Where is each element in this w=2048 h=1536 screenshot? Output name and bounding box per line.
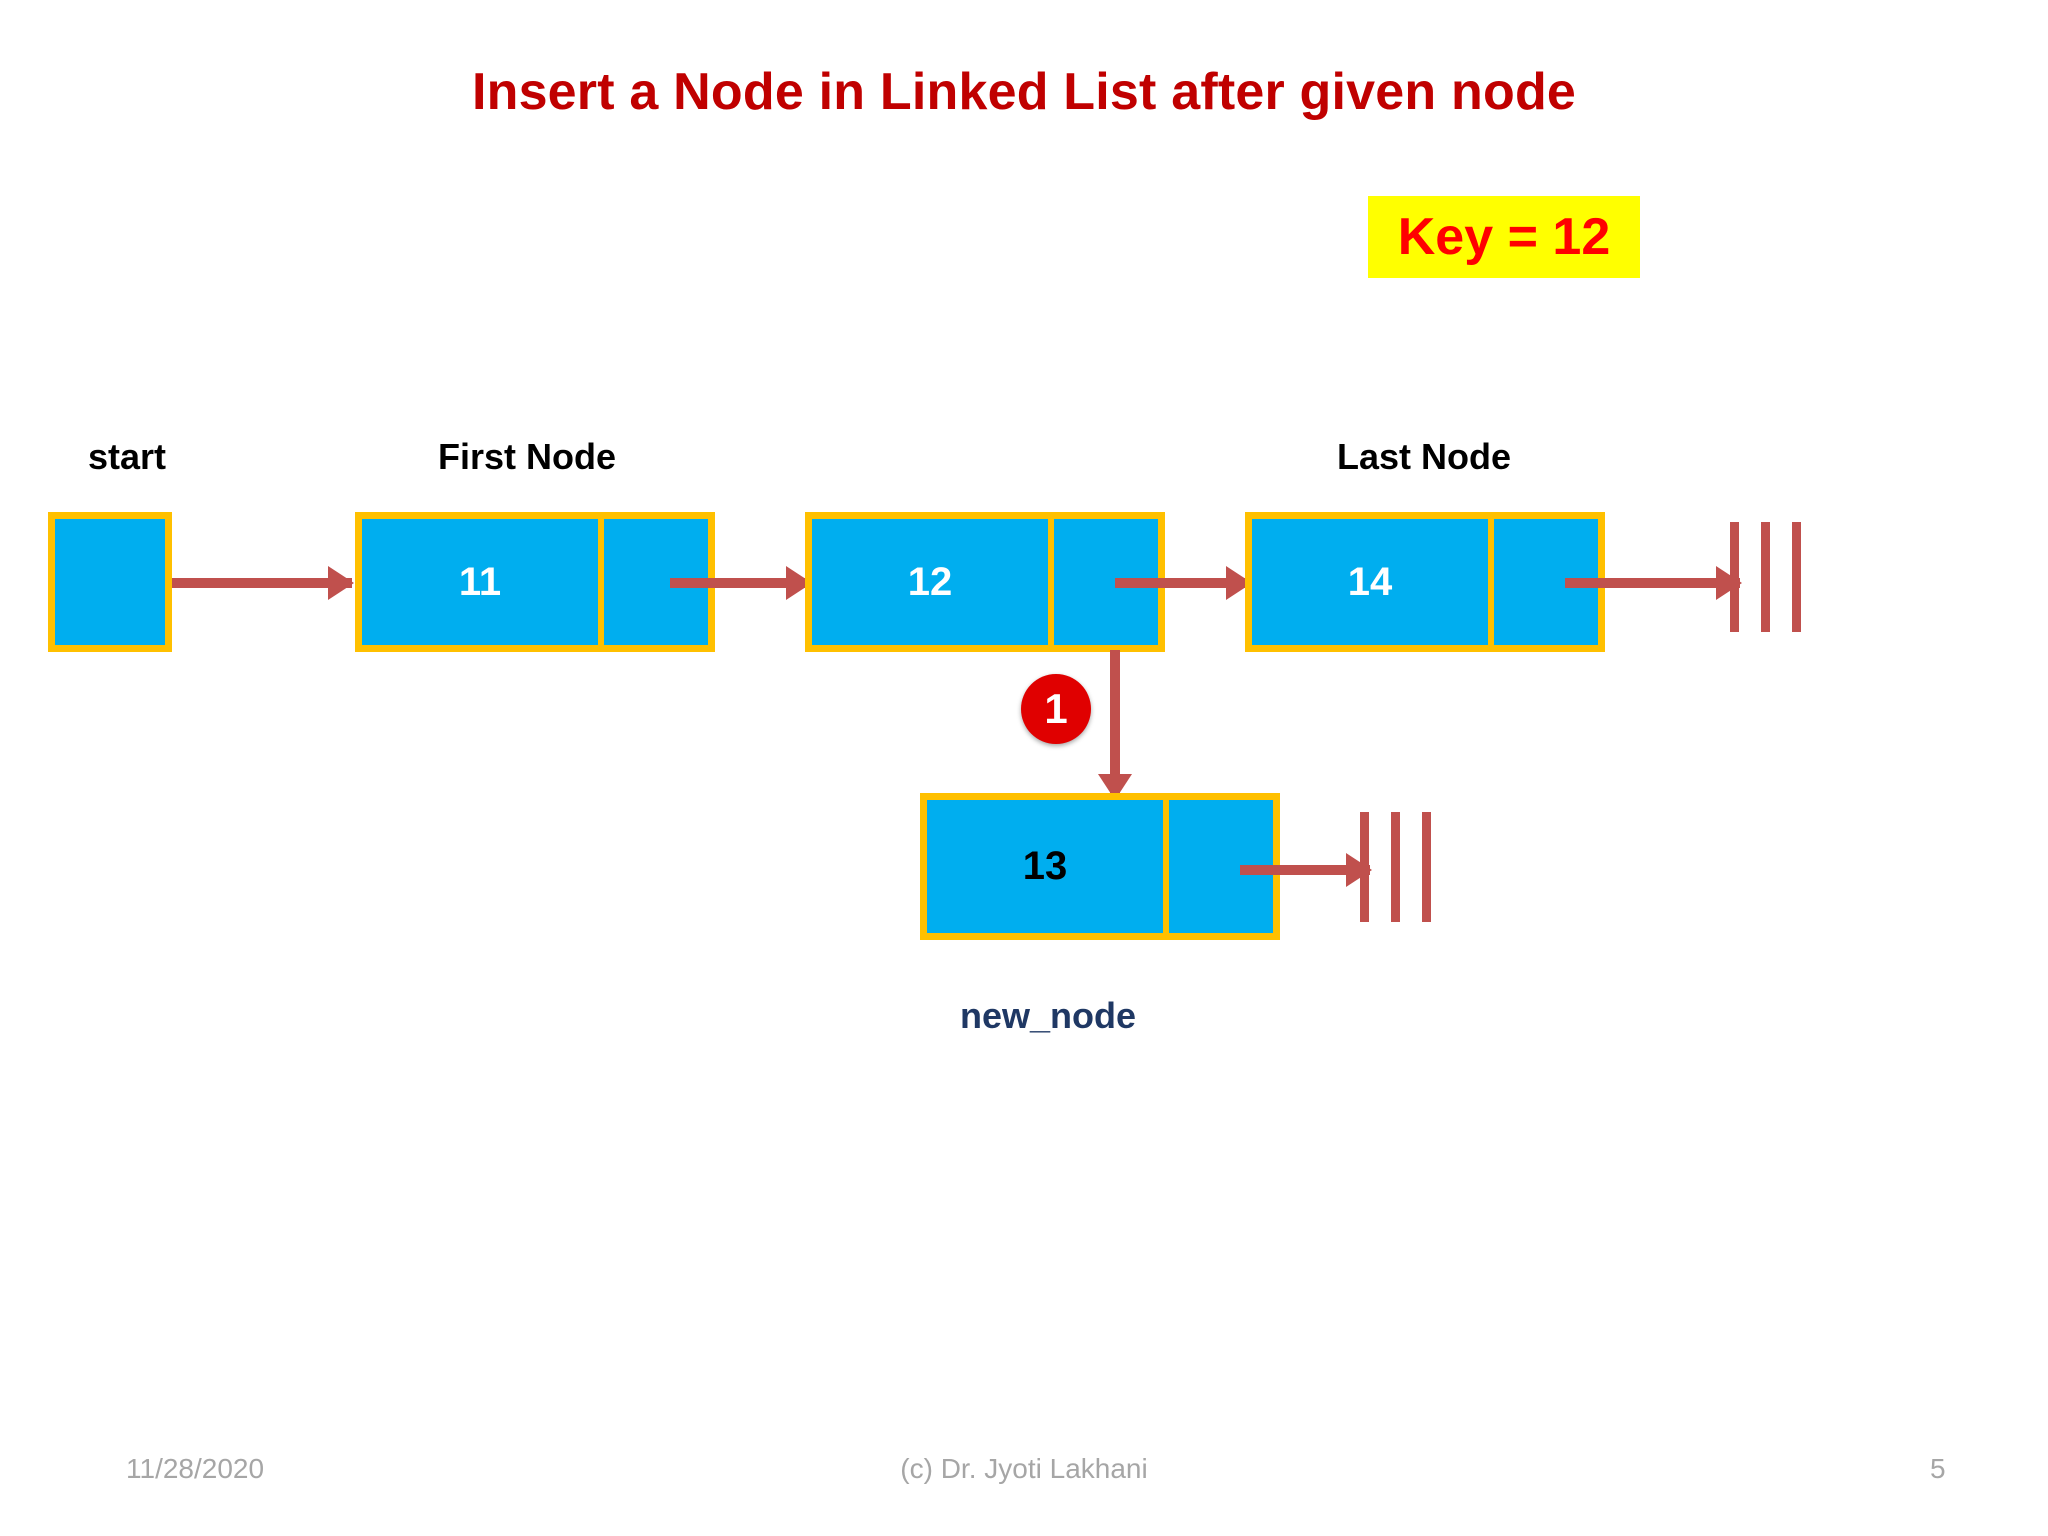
footer-page-number: 5 <box>1930 1453 1946 1484</box>
null-bar <box>1391 812 1400 922</box>
null-bar <box>1730 522 1739 632</box>
linked-list-node-12: 12 <box>805 512 1165 652</box>
arrow-node-11-to-node-12 <box>670 578 810 588</box>
null-terminator-icon <box>1730 522 1801 632</box>
footer-credit: (c) Dr. Jyoti Lakhani <box>900 1453 1148 1484</box>
node-14-data-cell: 14 <box>1252 519 1488 645</box>
arrow-start-to-first-node <box>172 578 352 588</box>
label-start: start <box>88 436 167 477</box>
new-node-data-cell: 13 <box>927 800 1163 933</box>
null-bar <box>1792 522 1801 632</box>
arrow-node-12-to-new-node <box>1110 650 1120 798</box>
linked-list-node-11: 11 <box>355 512 715 652</box>
null-terminator-icon-new-node <box>1360 812 1431 922</box>
node-12-data-cell: 12 <box>812 519 1048 645</box>
step-badge-1: 1 <box>1021 674 1091 744</box>
key-callout-box: Key = 12 <box>1368 196 1640 278</box>
arrow-new-node-to-null <box>1240 865 1370 875</box>
key-callout-text: Key = 12 <box>1397 208 1611 266</box>
label-new-node: new_node <box>960 995 1137 1036</box>
null-bar <box>1360 812 1369 922</box>
label-first-node: First Node <box>438 436 617 477</box>
step-badge-1-number: 1 <box>1044 685 1068 732</box>
arrow-node-12-to-node-14 <box>1115 578 1250 588</box>
label-last-node: Last Node <box>1337 436 1512 477</box>
page-title: Insert a Node in Linked List after given… <box>471 63 1577 121</box>
start-pointer-box <box>48 512 172 652</box>
footer-date: 11/28/2020 <box>126 1453 265 1484</box>
start-pointer-cell <box>55 519 165 645</box>
node-11-data-cell: 11 <box>362 519 598 645</box>
linked-list-node-14: 14 <box>1245 512 1605 652</box>
arrow-node-14-to-null <box>1565 578 1740 588</box>
null-bar <box>1761 522 1770 632</box>
null-bar <box>1422 812 1431 922</box>
new-node-box: 13 <box>920 793 1280 940</box>
